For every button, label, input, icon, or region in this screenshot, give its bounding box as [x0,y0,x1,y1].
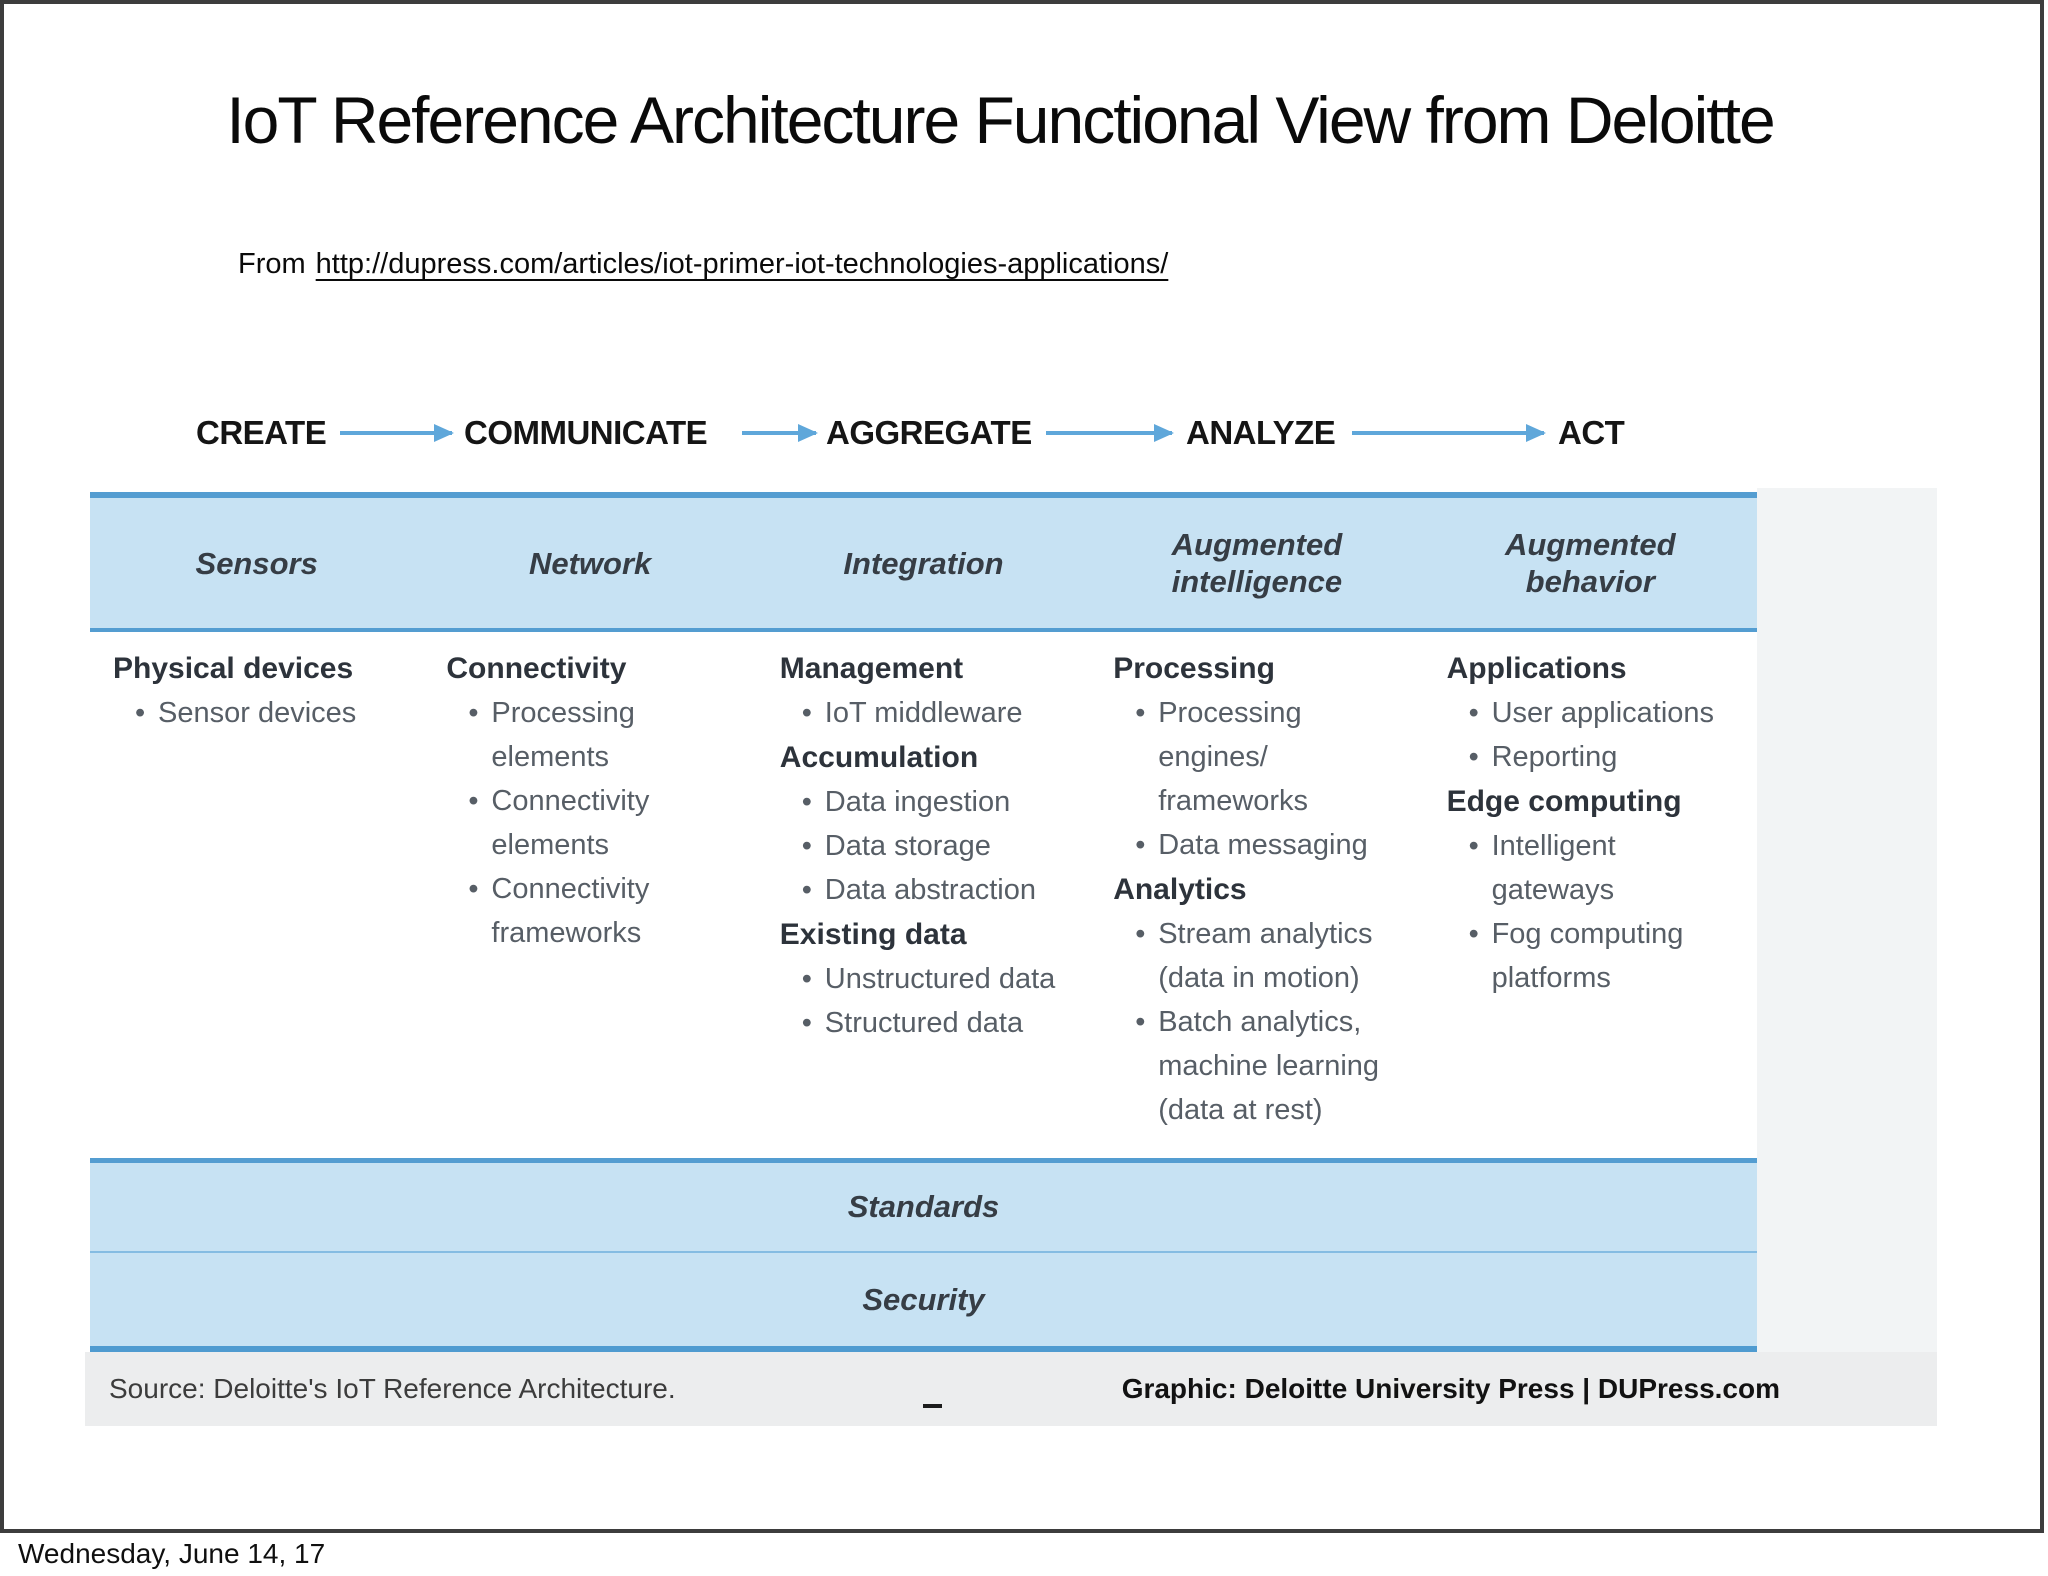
list-item: Structured data [780,1001,1082,1045]
source-strip: Source: Deloitte's IoT Reference Archite… [85,1352,1937,1426]
flow-step-aggregate: AGGREGATE [826,414,1032,451]
page-title: IoT Reference Architecture Functional Vi… [226,83,1775,157]
section-title: Management [779,652,964,685]
column-augmented-intelligence: Processing Processing engines/ framework… [1090,646,1423,1132]
flow-step-communicate: COMMUNICATE [464,414,708,451]
list-item: User applications [1447,691,1749,735]
flow-step-create: CREATE [196,414,327,451]
list-item: Intelligent gateways [1447,824,1749,912]
list-item: Data abstraction [780,868,1082,912]
footer-date: Wednesday, June 14, 17 [18,1538,326,1569]
list-item: Batch analytics, machine learning (data … [1113,1000,1415,1132]
graphic-right-margin [1757,488,1937,1352]
section-title: Connectivity [446,652,627,685]
list-item: Unstructured data [780,957,1082,1001]
subtitle-prefix: From [238,248,306,280]
column-network: Connectivity Processing elements Connect… [423,646,756,1132]
band-header-augmented-intelligence: Augmented intelligence [1171,527,1343,599]
subtitle: From http://dupress.com/articles/iot-prim… [238,248,1168,281]
section-title: Edge computing [1446,785,1682,818]
list-item: IoT middleware [780,691,1082,735]
list-item: Connectivity elements [446,779,748,867]
source-url-link[interactable]: http://dupress.com/articles/iot-primer-i… [315,248,1169,280]
flow-step-act: ACT [1558,414,1625,451]
band-header-network: Network [528,545,652,581]
list-item: Data storage [780,824,1082,868]
list-item: Reporting [1447,735,1749,779]
list-item: Processing elements [446,691,748,779]
dash-artifact [923,1404,942,1408]
standards-band: Standards [90,1158,1757,1253]
section-title: Processing [1113,652,1275,685]
arrow-right-icon [1046,424,1174,442]
slide-border [0,0,2044,1533]
band-header-sensors: Sensors [195,545,318,581]
layer-header-band: Sensors Network Integration Augmented in… [90,492,1757,632]
list-item: Processing engines/ frameworks [1113,691,1415,823]
arrow-right-icon [340,424,454,442]
band-header-augmented-behavior: Augmented behavior [1505,527,1676,599]
column-integration: Management IoT middleware Accumulation D… [757,646,1090,1132]
graphic-credit: Graphic: Deloitte University Press | DUP… [1121,1373,1780,1404]
list-item: Connectivity frameworks [446,867,748,955]
source-attribution: Source: Deloitte's IoT Reference Archite… [109,1373,676,1404]
list-item: Data ingestion [780,780,1082,824]
list-item: Data messaging [1113,823,1415,867]
section-title: Physical devices [113,652,354,685]
arrow-right-icon [1352,424,1546,442]
section-title: Analytics [1113,873,1247,906]
band-header-integration: Integration [843,545,1004,581]
list-item: Sensor devices [113,691,415,735]
security-band: Security [90,1253,1757,1352]
section-title: Applications [1446,652,1627,685]
arrow-right-icon [742,424,818,442]
list-item: Fog computing platforms [1447,912,1749,1000]
diagram-content: Physical devices Sensor devices Connecti… [90,646,1757,1132]
flow-step-analyze: ANALYZE [1186,414,1336,451]
column-augmented-behavior: Applications User applications Reporting… [1424,646,1757,1132]
list-item: Stream analytics (data in motion) [1113,912,1415,1000]
section-title: Existing data [779,918,967,951]
section-title: Accumulation [779,741,979,774]
column-sensors: Physical devices Sensor devices [90,646,423,1132]
